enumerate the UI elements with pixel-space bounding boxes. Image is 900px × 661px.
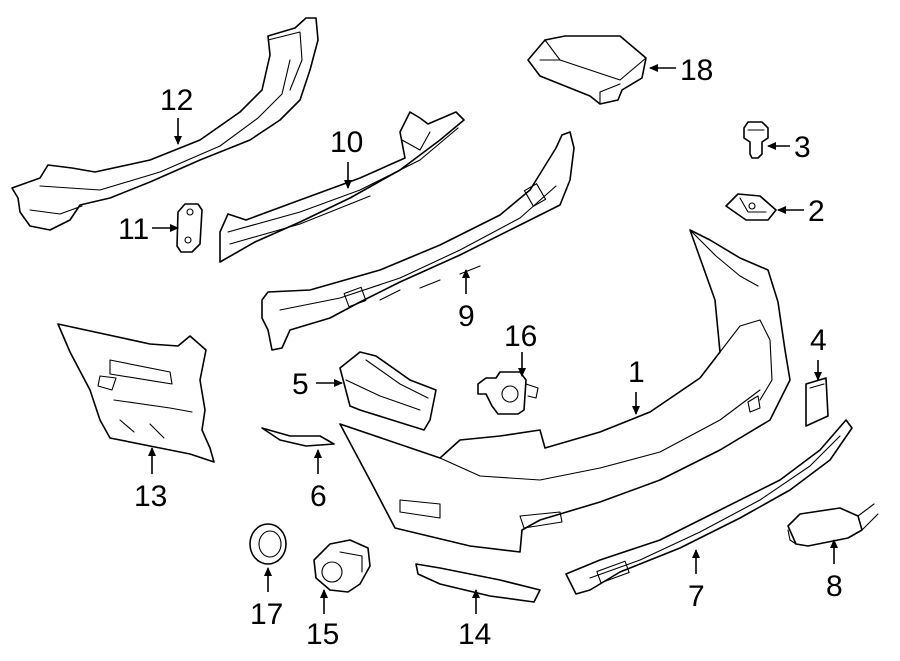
part-1-bumper-cover bbox=[339, 229, 791, 553]
part-9-energy-absorber bbox=[261, 131, 575, 351]
callout-18: 18 bbox=[680, 54, 713, 87]
callout-7: 7 bbox=[688, 580, 705, 613]
callout-labels: 1 2 3 4 5 6 7 8 9 10 11 12 13 14 15 16 1… bbox=[118, 54, 843, 651]
callout-6: 6 bbox=[310, 480, 327, 513]
callout-9: 9 bbox=[458, 300, 475, 333]
part-12-reinforcement-bracket bbox=[11, 17, 319, 231]
part-16-sensor-holder bbox=[477, 371, 539, 415]
callout-14: 14 bbox=[458, 618, 491, 651]
callout-1: 1 bbox=[628, 356, 645, 389]
part-18-control-module bbox=[527, 35, 647, 105]
callout-13: 13 bbox=[134, 480, 167, 513]
part-2-clip-nut bbox=[725, 193, 777, 221]
part-4-reflector bbox=[805, 377, 829, 427]
callout-2: 2 bbox=[808, 195, 825, 228]
callout-10: 10 bbox=[330, 126, 363, 159]
part-13-side-bracket bbox=[57, 323, 215, 463]
callout-16: 16 bbox=[504, 320, 537, 353]
part-7-lower-diffuser bbox=[565, 419, 853, 595]
callout-12: 12 bbox=[160, 84, 193, 117]
callout-5: 5 bbox=[292, 368, 309, 401]
part-5-bumper-bracket bbox=[339, 351, 437, 431]
callout-15: 15 bbox=[306, 618, 339, 651]
part-17-grommet bbox=[249, 523, 287, 565]
callout-17: 17 bbox=[250, 598, 283, 631]
callout-11: 11 bbox=[118, 213, 149, 246]
callout-3: 3 bbox=[794, 131, 811, 164]
callout-4: 4 bbox=[810, 324, 827, 357]
part-6-trim-strip bbox=[261, 427, 335, 447]
callout-8: 8 bbox=[826, 570, 843, 603]
part-15-parking-sensor bbox=[313, 539, 371, 593]
part-3-bolt bbox=[743, 121, 769, 159]
part-14-reflector-strip bbox=[415, 563, 541, 603]
part-8-exhaust-tip bbox=[787, 503, 879, 547]
leader-lines bbox=[148, 64, 838, 614]
part-11-bracket bbox=[176, 203, 203, 253]
part-10-impact-bar bbox=[219, 111, 465, 263]
